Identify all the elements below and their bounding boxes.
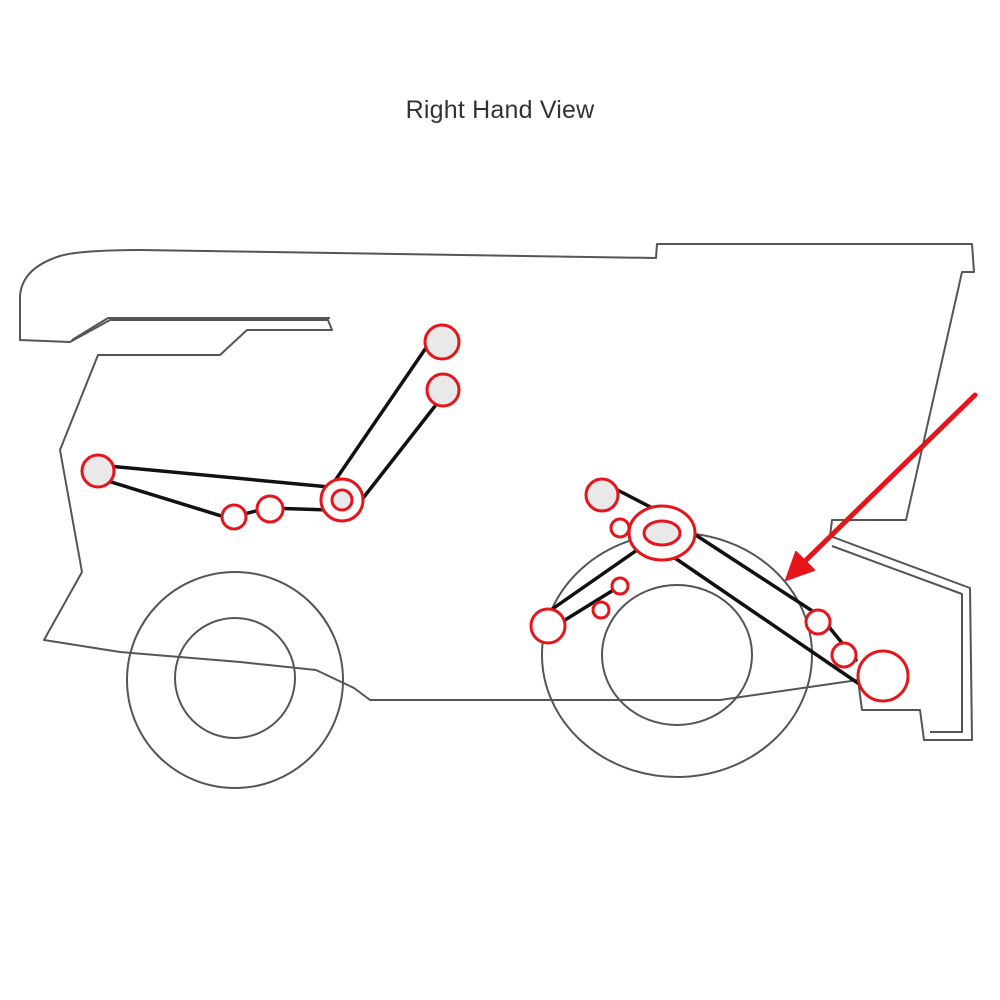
pointer-arrow-head: [785, 551, 815, 581]
pulley-rear-large: [856, 649, 910, 703]
front-wheel-hub: [174, 617, 296, 739]
pulley-drive-left-inner: [330, 488, 354, 512]
pulley-top-lower: [425, 372, 461, 408]
pulley-right-upper-left: [584, 477, 620, 513]
belt-right-inner: [670, 554, 870, 692]
belt-right-left-upper: [546, 546, 642, 614]
pointer-arrow: [785, 392, 978, 581]
pulley-top-upper: [423, 323, 461, 361]
front-wheel-tire: [126, 571, 344, 789]
harvester-body-outline: [19, 243, 975, 741]
rear-wheel-hub: [601, 584, 753, 726]
cab-roof-line: [71, 317, 330, 341]
rear-wheel-tire: [541, 532, 813, 778]
pulley-right-lower-left: [529, 607, 567, 645]
rear-panel-outline: [831, 545, 963, 733]
pulley-right-tensioner: [804, 608, 832, 636]
belt-vertical-inner: [358, 390, 448, 504]
pulley-idler-medium: [255, 494, 285, 524]
diagram-title: Right Hand View: [405, 96, 595, 124]
belt-upper-left: [96, 463, 342, 490]
pointer-arrow-shaft: [797, 392, 978, 569]
pulley-idler-small: [220, 503, 248, 531]
pulley-right-small-rear: [830, 641, 858, 669]
pulley-main-drive-inner: [642, 519, 682, 547]
belt-right-outer: [686, 528, 858, 662]
pulley-right-small-idler: [609, 517, 631, 539]
belt-vertical-outer: [328, 340, 432, 490]
belt-lower-left: [96, 476, 332, 520]
pulley-right-idler-a: [610, 576, 630, 596]
pulley-right-idler-b: [591, 600, 611, 620]
pulley-left-end: [80, 453, 116, 489]
